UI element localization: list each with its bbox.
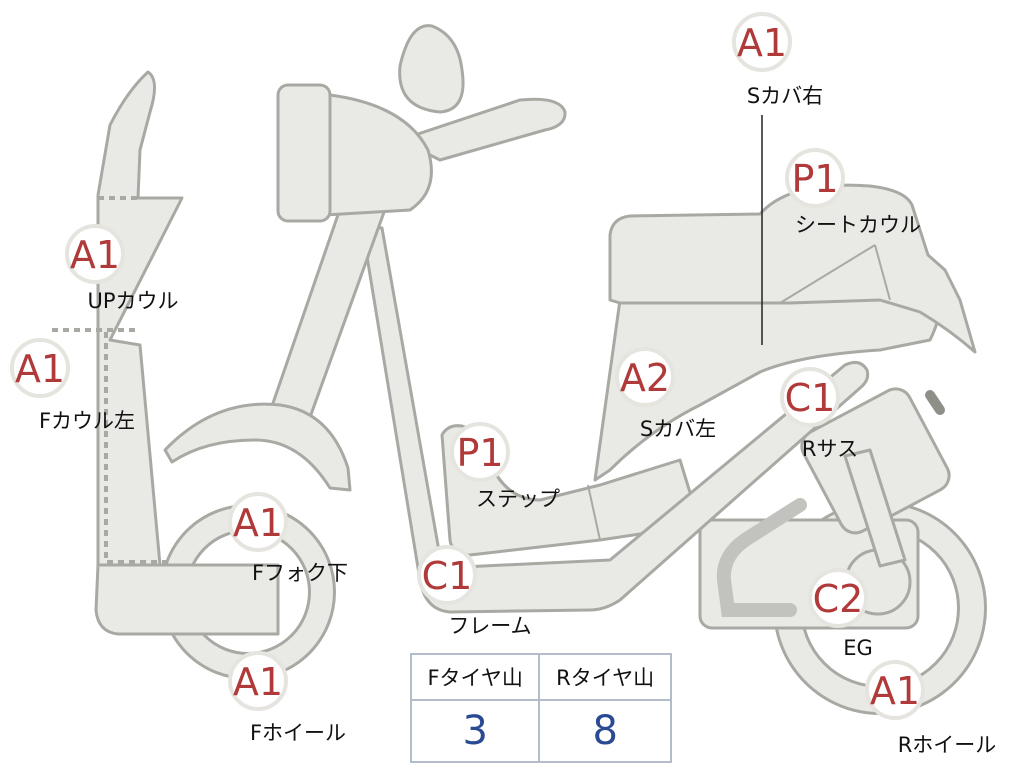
grade-up-cowl: A1 — [70, 233, 120, 277]
part-marker-f-cowl-left: A1 Fカウル左 — [10, 338, 135, 433]
tire-table-header-row: Fタイヤ山 Rタイヤ山 — [409, 653, 672, 701]
label-frame: フレーム — [448, 614, 531, 638]
label-f-fork-lower: Fフォク下 — [252, 561, 348, 585]
part-marker-engine: C2 EG — [808, 568, 873, 660]
tire-header-front: Fタイヤ山 — [409, 653, 541, 701]
grade-seat-cowl: P1 — [791, 157, 838, 201]
label-up-cowl: UPカウル — [87, 289, 178, 313]
grade-s-cover-right: A1 — [737, 21, 787, 65]
exhaust-pipe-shape — [716, 498, 807, 617]
part-marker-f-wheel: A1 Fホイール — [228, 651, 346, 745]
label-r-wheel: Rホイール — [898, 733, 997, 757]
grade-step: P1 — [456, 431, 503, 475]
grade-r-wheel: A1 — [870, 669, 920, 713]
headlight-shape — [276, 83, 332, 223]
grade-engine: C2 — [813, 577, 864, 621]
frame-shape — [360, 224, 870, 614]
grade-frame: C1 — [422, 554, 473, 598]
label-f-cowl-left: Fカウル左 — [39, 409, 135, 433]
part-marker-frame: C1 フレーム — [417, 545, 532, 638]
part-marker-r-suspension: C1 Rサス — [780, 367, 858, 461]
handlebar-shape — [398, 97, 567, 162]
part-marker-seat-cowl: P1 シートカウル — [785, 148, 921, 237]
tire-value-front: 3 — [409, 699, 541, 763]
grade-f-fork-lower: A1 — [233, 501, 283, 545]
mirror-shape — [398, 24, 465, 114]
label-s-cover-left: Sカバ左 — [640, 417, 716, 441]
part-marker-step: P1 ステップ — [450, 422, 560, 511]
part-marker-f-fork-lower: A1 Fフォク下 — [228, 492, 348, 585]
front-cowl-shape — [96, 70, 184, 567]
label-r-suspension: Rサス — [802, 437, 858, 461]
label-engine: EG — [843, 636, 873, 660]
label-seat-cowl: シートカウル — [795, 213, 921, 237]
label-step: ステップ — [476, 487, 560, 511]
part-marker-s-cover-right: A1 Sカバ右 — [732, 12, 823, 108]
tire-header-rear: Rタイヤ山 — [538, 653, 672, 701]
tire-value-rear: 8 — [538, 699, 672, 763]
label-s-cover-right: Sカバ右 — [747, 84, 823, 108]
part-marker-s-cover-left: A2 Sカバ左 — [615, 347, 716, 441]
seat-shape — [608, 183, 977, 354]
part-marker-up-cowl: A1 UPカウル — [65, 224, 179, 313]
grade-r-suspension: C1 — [785, 376, 836, 420]
tire-table-value-row: 3 8 — [409, 699, 672, 763]
label-f-wheel: Fホイール — [250, 721, 346, 745]
tire-tread-table: Fタイヤ山 Rタイヤ山 3 8 — [409, 653, 672, 763]
grade-f-wheel: A1 — [233, 660, 283, 704]
grade-s-cover-left: A2 — [620, 356, 670, 400]
part-marker-r-wheel: A1 Rホイール — [865, 660, 997, 757]
front-fender-shape — [163, 402, 352, 492]
rear-shock-shape — [800, 387, 951, 535]
grade-f-cowl-left: A1 — [15, 347, 65, 391]
